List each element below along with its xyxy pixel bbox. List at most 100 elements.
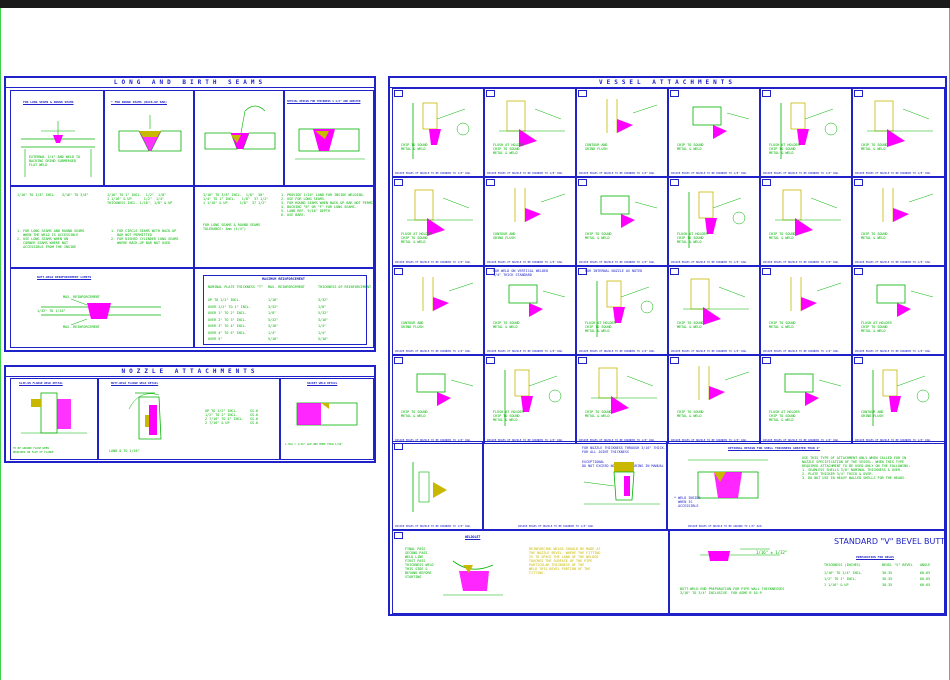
seam-note-5: 1. PROVIDE 1/16" LAND FOR INSIDE WELDING…: [281, 193, 373, 217]
table-cell: 1/8": [318, 304, 327, 309]
long-birth-seams-panel: LONG AND BIRTH SEAMS FOR LONG SEAMS & RO…: [4, 76, 376, 352]
detail-number: [670, 90, 679, 97]
detail-number: [578, 268, 587, 275]
vessel-detail-cell: FLUSH AT HOLDER CHIP TO SOUND METAL & WE…: [852, 266, 945, 355]
vessel-detail-drawing: [600, 195, 658, 228]
vessel-detail-drawing: [692, 106, 750, 139]
prep-cell: 30-35: [882, 583, 893, 587]
hairline-gap: 1/32" TO 1/16": [37, 309, 66, 313]
table-cell: 1/4": [318, 330, 327, 335]
vessel-r5-c3-caption: INSIDE EDGES OF NOZZLE TO BE GROUND TO 1…: [688, 525, 763, 528]
vessel-detail-caption: INSIDE EDGES OF NOZZLE TO BE ROUNDED TO …: [855, 439, 932, 442]
bevel-butt-joint-detail: 1/16" ± 1/32" BUTT-WELD END PREPARATION …: [669, 530, 945, 614]
bevel-dims: 1/16" ± 1/32": [756, 550, 788, 555]
vessel-detail-caption: INSIDE EDGES OF NOZZLE TO BE ROUNDED TO …: [763, 439, 840, 442]
vessel-detail-caption: INSIDE EDGES OF NOZZLE TO BE ROUNDED TO …: [395, 350, 472, 353]
table-cell: OVER 1/2" TO 1" INCL.: [208, 304, 251, 309]
detail-number: [486, 90, 495, 97]
table-cell: OVER 1" TO 2" INCL.: [208, 311, 247, 315]
detail-number: [578, 179, 587, 186]
vessel-detail-label: CHIP TO SOUND METAL & WELD: [677, 143, 704, 151]
vessel-detail-drawing: [514, 188, 566, 222]
prep-title: PREPARATION FOR WELDS: [856, 555, 894, 559]
weldolet-title: WELDOLET: [465, 535, 481, 539]
vessel-detail-drawing: [504, 369, 562, 426]
seam-note-2: 1. FOR LONG SEAMS AND ROUND SEAMS WHEN T…: [17, 229, 85, 249]
vessel-r5-c1-caption: INSIDE EDGES OF NOZZLE TO BE ROUNDED TO …: [395, 525, 472, 528]
table-cell: 5/32": [268, 317, 279, 322]
detail-number: [486, 357, 495, 364]
seam-detail-2: * FOR ROUND SEAMS (BACK-UP BAR): [104, 90, 194, 186]
vessel-detail-drawing: [499, 100, 565, 147]
vessel-detail-label: CONTOUR AND GRIND FLUSH: [401, 321, 424, 329]
prep-cell: 1/16" TO 1/4" INCL.: [824, 571, 863, 575]
vessel-detail-label: CHIP TO SOUND METAL & WELD: [769, 321, 796, 329]
vessel-detail-caption: INSIDE EDGES OF NOZZLE TO BE ROUNDED TO …: [487, 261, 564, 264]
vessel-detail-cell: FLUSH AT HOLDER CHIP TO SOUND METAL & WE…: [760, 355, 852, 444]
vessel-r5-c3-weld-note: * WELD INSIDE WHEN IS ACCESSIBLE: [674, 496, 701, 508]
bevel-title: STANDARD "V" BEVEL BUTT JOINT: [834, 537, 945, 546]
vessel-detail-caption: INSIDE EDGES OF NOZZLE TO BE ROUNDED TO …: [579, 439, 656, 442]
seam-detail-1-note: EXTERNAL 1/4" AND WELD TO BACKING GRIND …: [29, 155, 81, 167]
detail-number: [854, 357, 863, 364]
vessel-detail-label: FLUSH AT HOLDER CHIP TO SOUND METAL & WE…: [769, 143, 800, 155]
slip-on-flange-title: SLIP-ON FLANGE WELD DETAIL: [19, 381, 63, 385]
vessel-detail-drawing: [872, 369, 930, 426]
vessel-detail-label: CHIP TO SOUND METAL & WELD: [493, 321, 520, 329]
detail-number: [486, 179, 495, 186]
table-header-1: NOMINAL PLATE THICKNESS "T": [208, 285, 264, 289]
table-cell: OVER 5": [208, 337, 223, 341]
vessel-detail-header-note: FOR WELD ON VERTICAL WELDED 1/4" THICK S…: [493, 269, 549, 277]
vessel-detail-label: FLUSH AT HOLDER CHIP TO SOUND METAL & WE…: [769, 410, 800, 422]
detail-number: [670, 268, 679, 275]
bevel-joint-drawing: [700, 548, 780, 561]
vessel-detail-drawing: [882, 188, 934, 222]
vessel-r5-c1-drawing: [412, 462, 447, 512]
table-cell: 3/16": [318, 317, 329, 322]
vessel-detail-caption: INSIDE EDGES OF NOZZLE TO BE ROUNDED TO …: [579, 172, 656, 175]
seam-detail-2-title: * FOR ROUND SEAMS (BACK-UP BAR): [111, 100, 167, 104]
prep-cell: 1/2" TO 1" INCL.: [824, 577, 857, 581]
prep-header-2: BEVEL "V" BEVEL: [882, 563, 913, 567]
prep-cell: 60-65: [920, 577, 931, 581]
detail-number: [762, 268, 771, 275]
seam-dims-1: 1/16" TO 1/8" INCL. 3/16" TO 3/8": [17, 193, 89, 197]
socket-weld-drawing: [296, 402, 358, 426]
vessel-detail-label: CHIP TO SOUND METAL & WELD: [585, 232, 612, 240]
section-title-nozzle: NOZZLE ATTACHMENTS: [6, 367, 374, 377]
nozzle-attachments-panel: NOZZLE ATTACHMENTS SLIP-ON FLANGE WELD D…: [4, 365, 376, 463]
seam-detail-1-title: FOR LONG SEAMS & ROUND SEAMS: [23, 100, 74, 104]
weldolet-drawing: [443, 560, 503, 596]
table-cell: 1/8": [268, 311, 277, 315]
vessel-detail-label: CHIP TO SOUND METAL & WELD: [861, 232, 888, 240]
seam-note-3: 1. FOR CIRCLE SEAMS WITH BACK-UP BAR NOT…: [111, 229, 179, 245]
slip-on-flange-note: TO BE GROUND FLUSH WHEN REQUIRED ON FACE…: [13, 447, 54, 454]
vessel-detail-label: FLUSH AT HOLDER CHIP TO SOUND METAL & WE…: [493, 410, 524, 422]
vessel-detail-drawing: [422, 277, 474, 311]
detail-number: [394, 532, 403, 539]
vessel-detail-label: FLUSH AT HOLDER CHIP TO SOUND METAL & WE…: [493, 143, 524, 155]
prep-header-1: THICKNESS (INCHES): [824, 563, 861, 567]
max-reinforcement-bottom: MAX. REINFORCEMENT: [63, 325, 100, 329]
vessel-detail-caption: INSIDE EDGES OF NOZZLE TO BE ROUNDED TO …: [671, 350, 748, 353]
table-cell: 5/16": [268, 337, 279, 341]
table-cell: 5/32": [318, 311, 329, 315]
seam-detail-3: [194, 90, 284, 186]
table-cell: UP TO 1/2" INCL.: [208, 298, 241, 302]
seam-detail-1: FOR LONG SEAMS & ROUND SEAMS EXTERNAL 1/…: [10, 90, 104, 186]
vessel-detail-caption: INSIDE EDGES OF NOZZLE TO BE ROUNDED TO …: [763, 172, 840, 175]
vessel-detail-drawing: [688, 191, 746, 248]
slip-on-flange-detail: SLIP-ON FLANGE WELD DETAIL TO BE GROUND …: [10, 378, 98, 460]
detail-number: [854, 268, 863, 275]
vessel-detail-label: FLUSH AT HOLDER CHIP TO SOUND METAL & WE…: [677, 232, 708, 244]
vessel-detail-caption: INSIDE EDGES OF NOZZLE TO BE ROUNDED TO …: [395, 172, 472, 175]
vessel-detail-drawing: [683, 278, 749, 325]
vessel-detail-r5-c3: OPTIONAL DESIGN FOR SHELL THICKNESS GREA…: [667, 441, 945, 530]
